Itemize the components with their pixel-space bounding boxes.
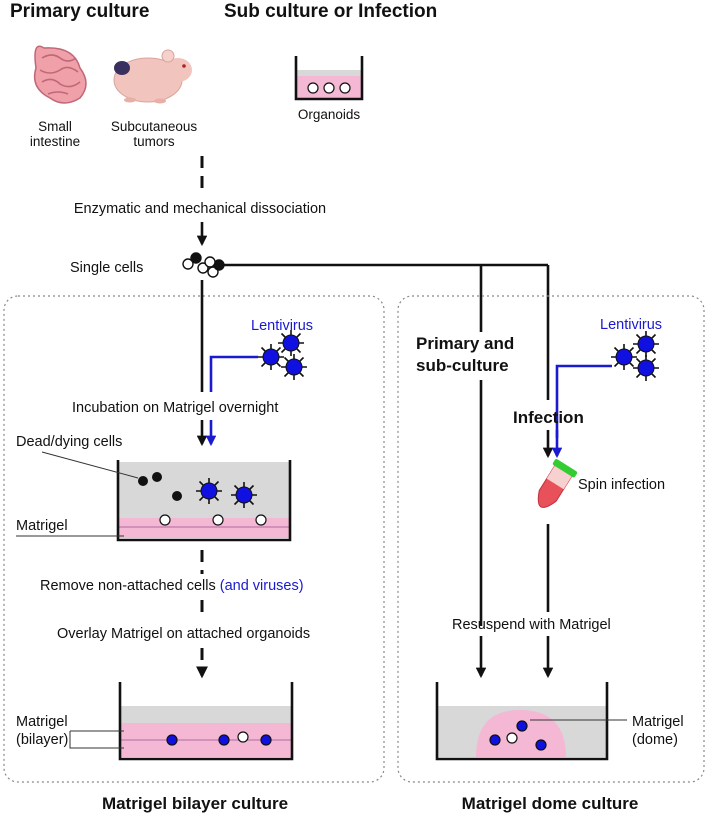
spin-tube-icon xyxy=(537,459,578,508)
subcutaneous-tumors-label-line1: Subcutaneous xyxy=(111,119,198,134)
dome-lentivirus-label: Lentivirus xyxy=(600,317,662,333)
dissociation-label: Enzymatic and mechanical dissociation xyxy=(74,201,326,217)
primary-subculture-label-line2: sub-culture xyxy=(416,356,509,375)
tumor-icon xyxy=(114,61,130,75)
single-cells-label: Single cells xyxy=(70,260,143,276)
subcutaneous-tumors-label-line2: tumors xyxy=(133,134,175,149)
incubation-label: Incubation on Matrigel overnight xyxy=(72,400,278,416)
organoids-label: Organoids xyxy=(298,107,361,122)
small-intestine-label-line1: Small xyxy=(38,119,72,134)
dome-virus-line xyxy=(555,364,612,438)
dome-culture-title: Matrigel dome culture xyxy=(462,794,639,813)
matrigel-bilayer-label-line2: (bilayer) xyxy=(16,732,68,748)
small-intestine-icon xyxy=(33,45,87,104)
bilayer-panel xyxy=(3,295,385,783)
infection-label: Infection xyxy=(513,408,584,427)
matrigel-bilayer-label-line1: Matrigel xyxy=(16,714,68,730)
dead-cells-label: Dead/dying cells xyxy=(16,434,122,450)
bilayer-well xyxy=(118,682,294,761)
bilayer-culture-title: Matrigel bilayer culture xyxy=(102,794,288,813)
overlay-label: Overlay Matrigel on attached organoids xyxy=(57,626,310,642)
mouse-icon xyxy=(113,49,192,104)
spin-infection-label: Spin infection xyxy=(578,477,665,493)
single-cells-icon xyxy=(182,252,225,278)
matrigel-dome-label-line2: (dome) xyxy=(632,732,678,748)
dead-cells-pointer xyxy=(41,451,139,479)
bilayer-virus-line xyxy=(209,355,258,392)
matrigel-dome-label-line1: Matrigel xyxy=(632,714,684,730)
bilayer-lentivirus-label: Lentivirus xyxy=(251,318,313,334)
remove-label-text: Remove non-attached cells xyxy=(40,578,220,594)
matrigel-label: Matrigel xyxy=(16,518,68,534)
incubation-well xyxy=(116,460,292,542)
dome-well xyxy=(435,682,609,761)
primary-subculture-label-line1: Primary and xyxy=(416,334,514,353)
organoids-well-icon xyxy=(294,56,364,101)
resuspend-label: Resuspend with Matrigel xyxy=(452,617,611,633)
primary-culture-header: Primary culture xyxy=(10,1,149,22)
sub-culture-header: Sub culture or Infection xyxy=(224,1,437,22)
remove-label: Remove non-attached cells (and viruses) xyxy=(40,578,304,594)
remove-label-viruses: (and viruses) xyxy=(220,578,304,594)
matrigel-bilayer-bracket xyxy=(69,730,124,749)
small-intestine-label-line2: intestine xyxy=(30,134,80,149)
